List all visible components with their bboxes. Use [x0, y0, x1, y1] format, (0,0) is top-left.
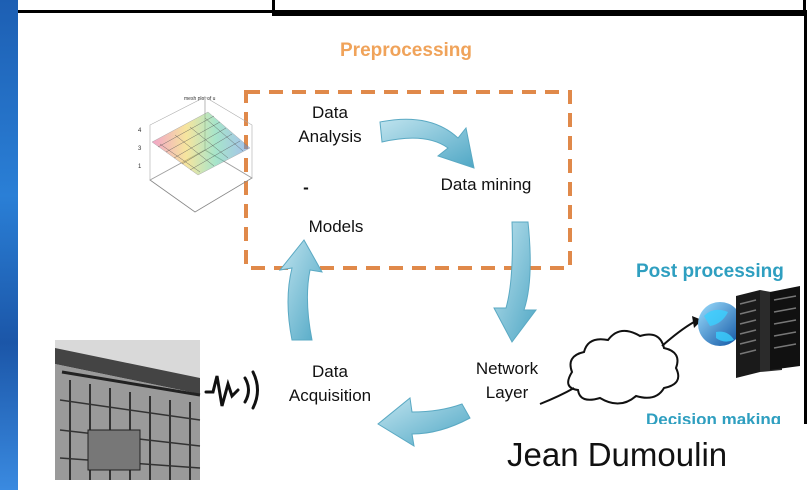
preprocessing-dashed-box — [244, 90, 572, 270]
svg-text:1: 1 — [138, 164, 142, 170]
arrow-analysis-to-mining — [379, 118, 475, 169]
arrow-mining-to-network — [493, 221, 537, 343]
author-caption-box: Jean Dumoulin — [463, 424, 807, 490]
data-analysis-label: Data Analysis — [298, 103, 362, 146]
server-rack-icon — [736, 286, 800, 378]
slide-right-border — [804, 10, 807, 490]
cloud-icon — [539, 316, 702, 405]
mesh-plot-title: mesh plot of u — [184, 96, 216, 102]
data-mining-label: Data mining — [440, 175, 532, 194]
post-processing-label: Post processing — [636, 261, 784, 282]
sensor-wave-icon — [204, 370, 259, 410]
preprocessing-label: Preprocessing — [340, 40, 472, 61]
cycle-arrows — [278, 118, 537, 447]
svg-text:4: 4 — [138, 128, 142, 134]
svg-text:3: 3 — [138, 146, 142, 152]
decision-making-label: Decision making — [646, 410, 782, 424]
author-name: Jean Dumoulin — [507, 436, 728, 473]
arrow-network-to-acquisition — [377, 397, 471, 447]
mesh-plot-image: mesh plot of u 4 3 1 — [138, 96, 253, 213]
left-decorative-strip — [0, 0, 18, 490]
network-layer-label: Network Layer — [475, 359, 539, 402]
separator-dash: - — [303, 178, 309, 197]
bridge-structure-image — [55, 340, 201, 480]
models-label: Models — [308, 217, 364, 236]
arrow-acquisition-to-models — [278, 239, 323, 341]
slide-top-border — [18, 10, 807, 13]
data-acquisition-label: Data Acquisition — [288, 362, 372, 405]
globe-icon — [698, 302, 742, 346]
